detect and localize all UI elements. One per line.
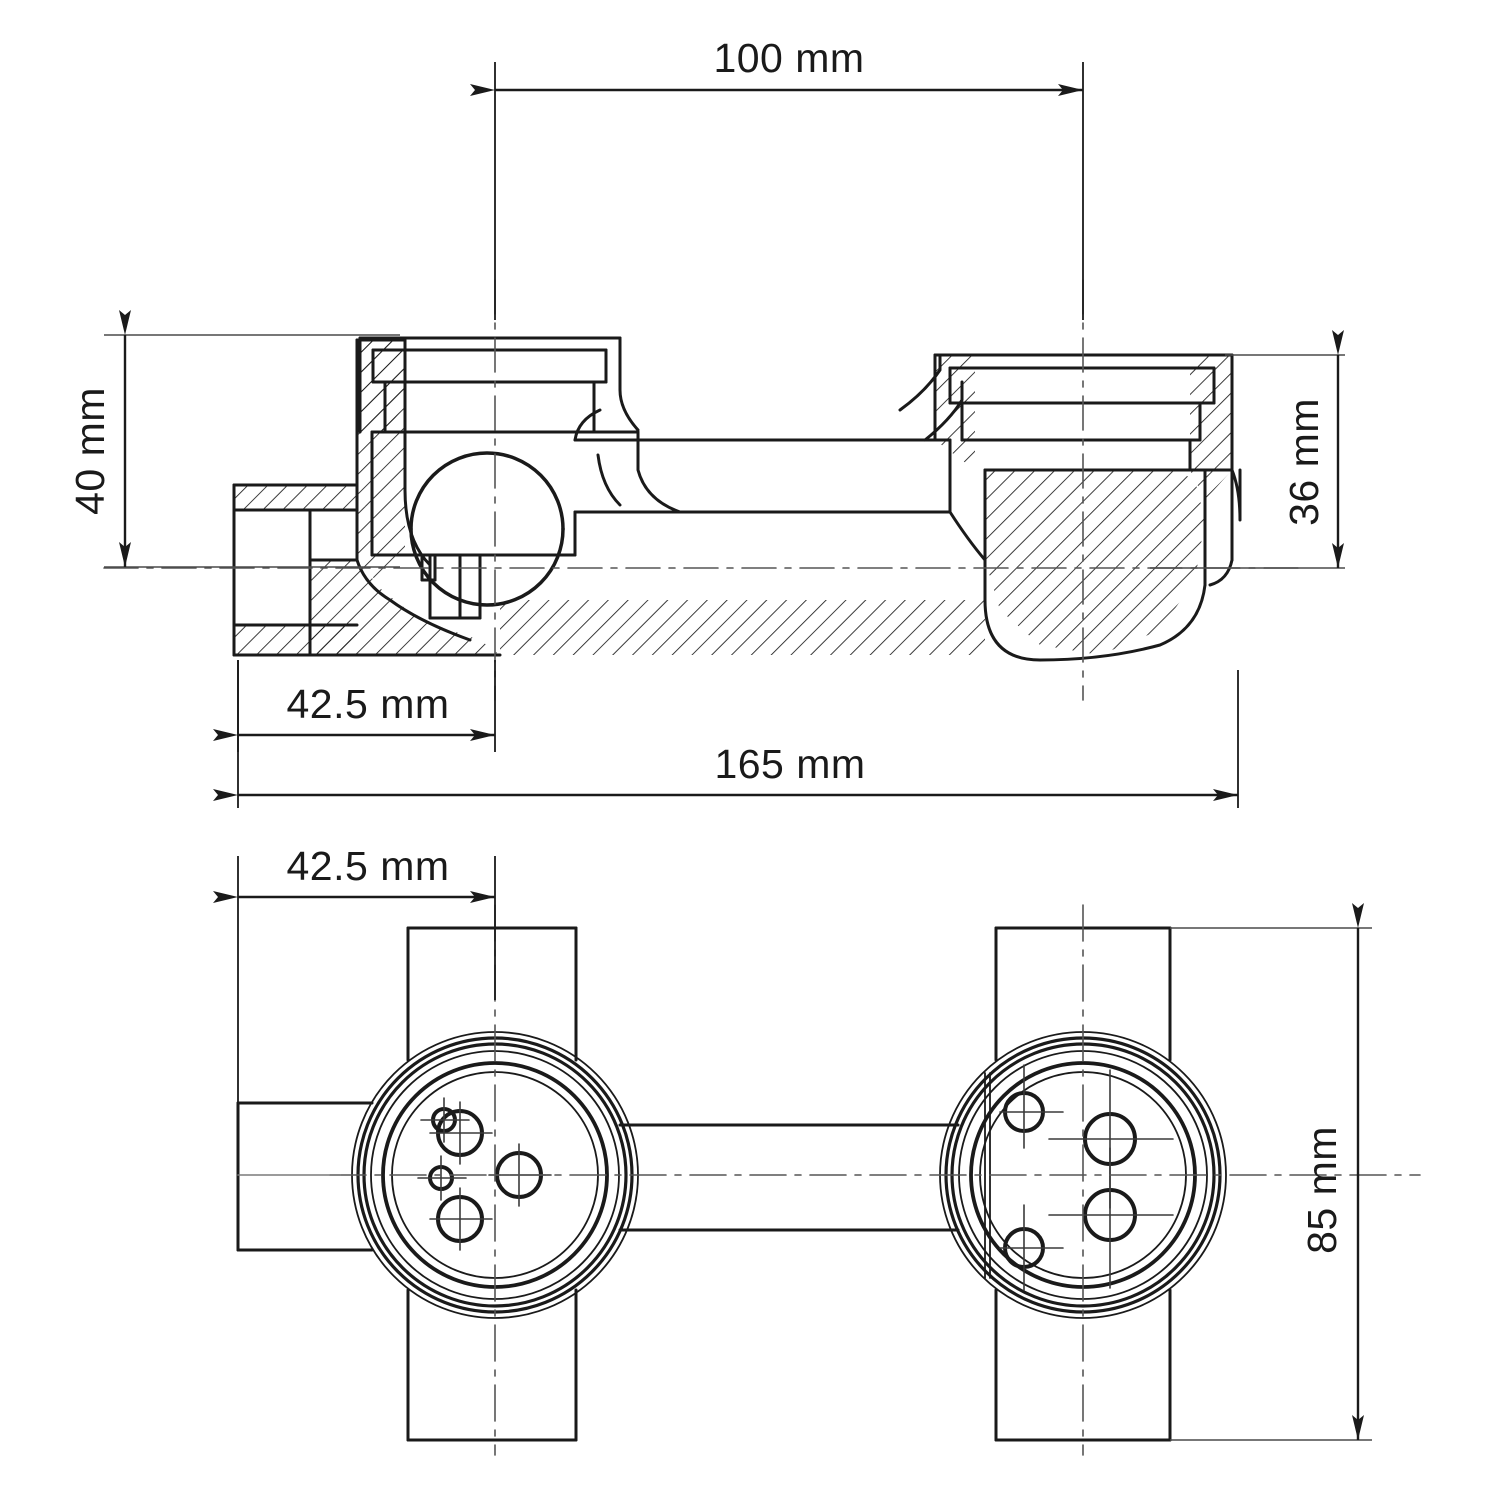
dimension-40mm: 40 mm — [67, 310, 400, 568]
left-vertical-arm — [406, 926, 578, 1442]
dimension-165mm: 165 mm — [213, 660, 1239, 808]
connecting-bar — [618, 1123, 960, 1232]
dimension-42-5mm-plan-label: 42.5 mm — [287, 843, 450, 889]
dimension-85mm: 85 mm — [1170, 903, 1372, 1441]
dimension-42-5mm-section: 42.5 mm — [213, 660, 496, 752]
right-port-hole-centerlines — [999, 1064, 1174, 1291]
plan-dimensions: 42.5 mm 85 mm — [213, 843, 1372, 1441]
plan-view — [236, 904, 1421, 1456]
central-bore — [573, 408, 952, 514]
dimension-40mm-label: 40 mm — [67, 387, 113, 515]
dimension-100mm: 100 mm — [470, 35, 1084, 320]
dimension-42-5mm-plan: 42.5 mm — [213, 843, 496, 1103]
ball-cartridge — [409, 451, 565, 607]
cross-section-view — [103, 279, 1301, 701]
dimension-85mm-label: 85 mm — [1299, 1126, 1345, 1254]
left-horizontal-stub — [236, 1101, 374, 1252]
section-dimensions: 100 mm 40 mm 36 mm 42.5 mm 1 — [67, 35, 1345, 808]
dimension-165mm-label: 165 mm — [714, 741, 865, 787]
dimension-42-5mm-section-label: 42.5 mm — [287, 681, 450, 727]
section-centerlines — [103, 279, 1301, 701]
right-boss — [983, 468, 1234, 662]
cartridge-stem — [420, 554, 482, 620]
dimension-100mm-label: 100 mm — [713, 35, 864, 81]
dimension-36mm: 36 mm — [1150, 330, 1345, 569]
dimension-36mm-label: 36 mm — [1281, 398, 1327, 526]
right-threaded-port — [933, 353, 1242, 522]
